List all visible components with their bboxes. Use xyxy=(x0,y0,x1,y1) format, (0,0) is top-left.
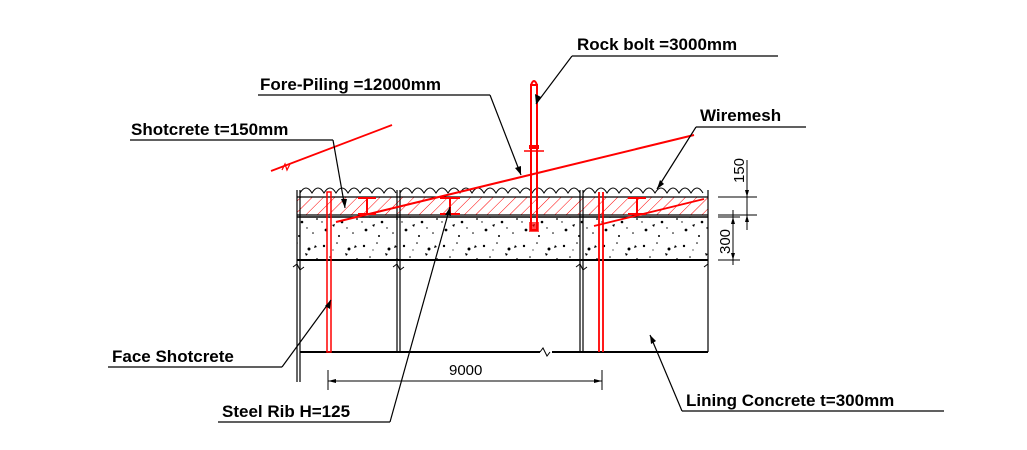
steel-rib-label: Steel Rib H=125 xyxy=(222,402,350,421)
leader-lines xyxy=(108,55,944,423)
dim-150: 150 xyxy=(731,158,748,183)
rock-bolt-label: Rock bolt =3000mm xyxy=(577,35,737,54)
dimension-ticks xyxy=(328,190,749,383)
fore-piling-upper xyxy=(270,124,393,172)
fore-piling-label: Fore-Piling =12000mm xyxy=(260,75,441,94)
shotcrete-label: Shotcrete t=150mm xyxy=(131,120,288,139)
dim-300: 300 xyxy=(717,229,734,254)
right-vertical-bar xyxy=(598,192,604,352)
wall-lines xyxy=(296,190,709,382)
wiremesh-line xyxy=(299,187,704,194)
steel-rib-left xyxy=(358,197,376,215)
leader-arrowheads xyxy=(325,94,664,344)
steel-rib-right xyxy=(628,197,646,215)
dimension-lines xyxy=(327,160,757,390)
lining-concrete-label: Lining Concrete t=300mm xyxy=(686,391,894,410)
break-marks xyxy=(292,263,709,271)
support-elements xyxy=(270,80,705,353)
floor-line xyxy=(300,347,708,357)
wiremesh-label: Wiremesh xyxy=(700,106,781,125)
face-shotcrete-label: Face Shotcrete xyxy=(112,347,234,366)
fore-piling-bar xyxy=(335,134,695,223)
dim-9000: 9000 xyxy=(449,362,482,379)
face-shotcrete-bar xyxy=(326,191,332,353)
fore-piling-lower xyxy=(593,198,705,227)
lining-concrete-layer xyxy=(297,217,708,260)
